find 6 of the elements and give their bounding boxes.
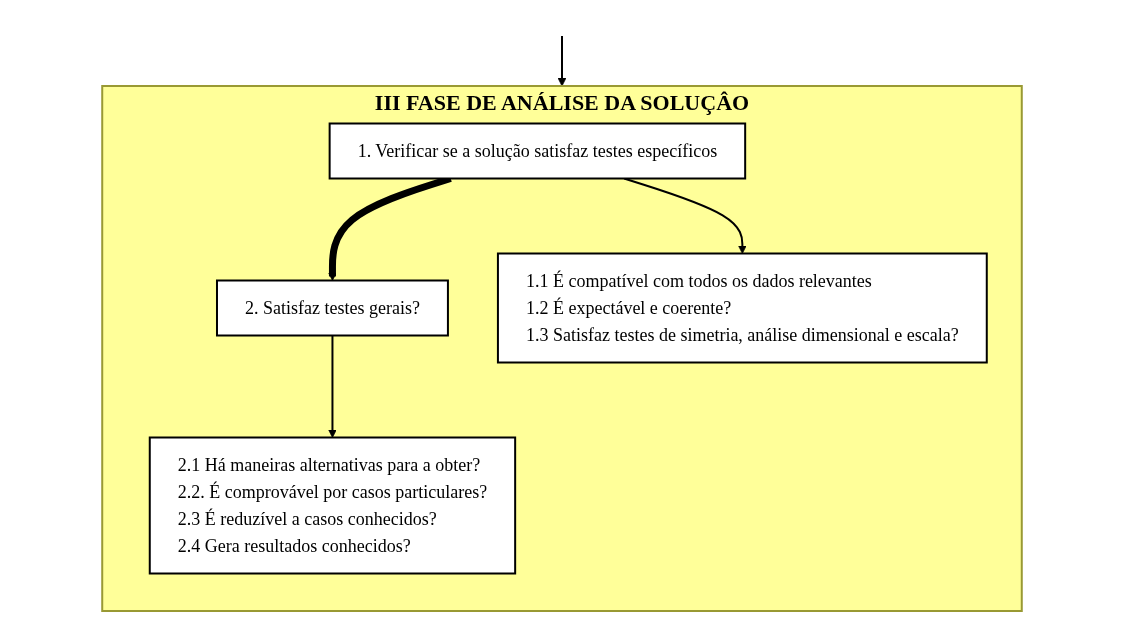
arrow xyxy=(557,35,567,87)
node-box: 2.1 Há maneiras alternativas para a obter? 2.2. É comprovável por casos particulares? 2.3 É reduzível a casos conhecidos? 2.4 Gera resultados conhecidos? xyxy=(148,436,517,575)
arrow xyxy=(328,334,337,438)
node-box: 2. Satisfaz testes gerais? xyxy=(216,279,449,337)
node-box: 1.1 É compatível com todos os dados relevantes 1.2 É expectável e coerente? 1.3 Satisfaz testes de simetria, análise dimensional e escala? xyxy=(496,252,988,364)
node-box: 1. Verificar se a solução satisfaz testes específicos xyxy=(328,122,747,180)
